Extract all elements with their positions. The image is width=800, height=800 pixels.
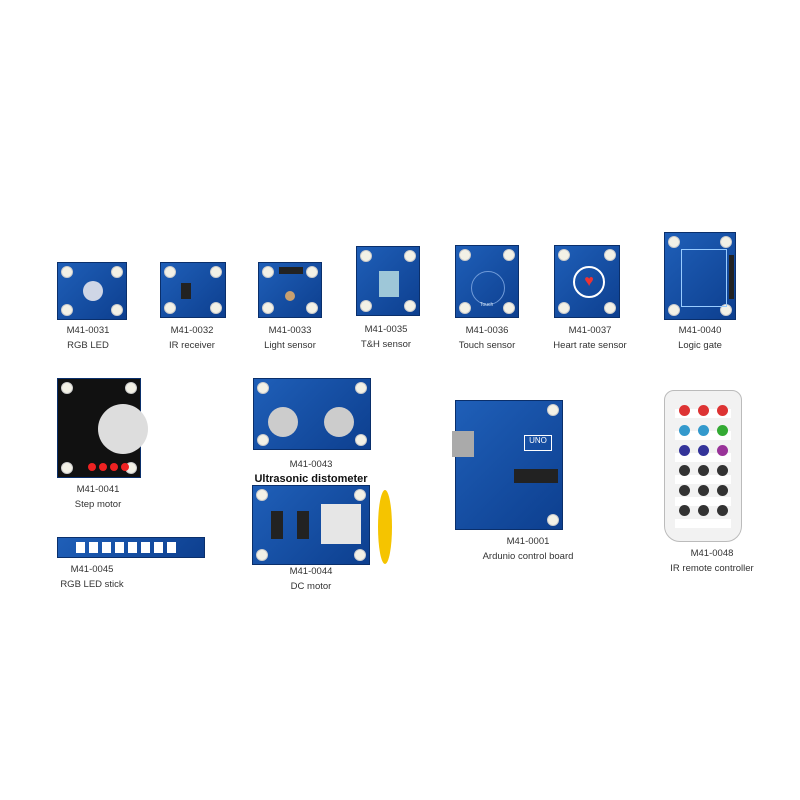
logic-gate-board	[664, 232, 736, 320]
dc-motor-board	[252, 485, 370, 565]
propeller	[378, 490, 392, 564]
th-sensor-board	[356, 246, 420, 316]
rgb-led-board	[57, 262, 127, 320]
heart-rate-board: ♥	[554, 245, 620, 318]
touch-label: Touch	[480, 302, 494, 308]
ultrasonic-board	[253, 378, 371, 450]
touch-sensor-board: Touch	[455, 245, 519, 318]
step-motor-board	[57, 378, 148, 478]
arduino-board: UNO	[452, 400, 563, 530]
uno-logo: UNO	[524, 435, 552, 451]
ir-remote	[664, 390, 742, 542]
heart-icon: ♥	[573, 266, 605, 298]
ir-receiver-board	[160, 262, 226, 318]
rgb-led-stick-board	[57, 537, 205, 558]
light-sensor-board	[258, 262, 322, 318]
